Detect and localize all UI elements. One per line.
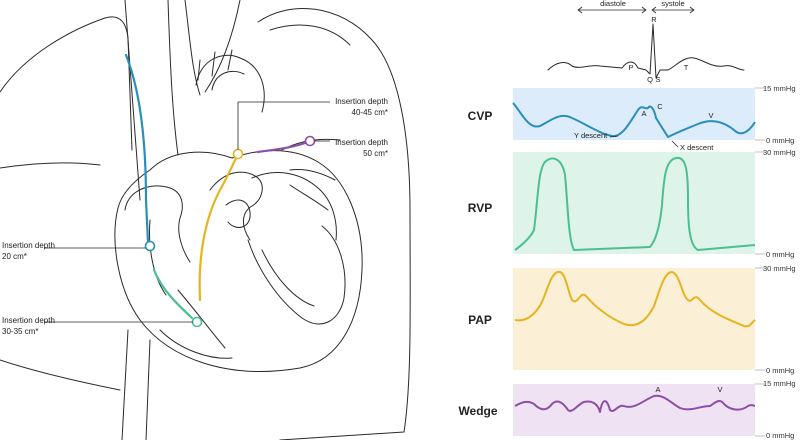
arch-branches: [197, 49, 233, 81]
rvp-title: RVP: [468, 201, 492, 215]
right-lung-outline: [0, 16, 133, 151]
rvp-top-unit: 30 mmHg: [763, 148, 796, 157]
wedge-v-label: V: [717, 385, 722, 394]
cvp-top-unit: 15 mmHg: [763, 84, 796, 93]
wedge-title: Wedge: [458, 404, 497, 418]
ivc: [121, 329, 151, 440]
cvp-waveform: [512, 102, 756, 138]
rv-catheter: [152, 268, 194, 320]
label-30-35-line1: Insertion depth: [2, 316, 55, 325]
panel-rvp: RVP 30 mmHg 0 mmHg: [468, 148, 796, 259]
pulmonary-artery-ring: [225, 199, 251, 228]
pap-title: PAP: [468, 313, 492, 327]
cvp-a-label: A: [641, 109, 646, 118]
panel-cvp: CVP 15 mmHg 0 mmHg A C V Y descent X des…: [468, 84, 796, 152]
systole-arrowhead-left: [651, 6, 657, 14]
trachea-wall: [184, 0, 201, 96]
cvp-catheter-tip: [144, 240, 156, 252]
wedge-catheter: [256, 140, 310, 154]
leader-pap: [237, 101, 330, 150]
cvp-y-descent-label: Y descent: [574, 131, 608, 140]
pap-top-unit: 30 mmHg: [763, 264, 796, 273]
left-lung-apex: [269, 24, 351, 46]
cvp-title: CVP: [468, 109, 493, 123]
label-50-line1: Insertion depth: [335, 138, 388, 147]
cvp-v-label: V: [708, 111, 713, 120]
label-20-line2: 20 cm*: [2, 252, 27, 261]
pap-panel-background: [513, 268, 755, 370]
cvp-bottom-unit: 0 mmHg: [766, 136, 794, 145]
rv-catheter-tip: [191, 316, 203, 328]
cvp-x-descent-label: X descent: [680, 143, 714, 152]
diaphragm-lines: [0, 162, 121, 391]
pa-catheter: [198, 152, 240, 302]
anatomy-outline: [0, 0, 411, 440]
trachea-wall-right: [204, 0, 241, 93]
cvp-panel-background: [513, 88, 755, 140]
label-30-35-line2: 30-35 cm*: [2, 327, 38, 336]
label-40-45-line1: Insertion depth: [335, 97, 388, 106]
wedge-catheter-tip: [304, 135, 316, 147]
left-atrium: [251, 172, 337, 241]
pap-bottom-unit: 0 mmHg: [766, 366, 794, 375]
x-descent-pointer: [671, 140, 679, 148]
rv-wall: [149, 219, 226, 349]
wedge-waveform: [514, 394, 756, 413]
ecg-r-label: R: [651, 15, 657, 24]
pa-catheter-tip: [232, 148, 244, 160]
label-50-line2: 50 cm*: [363, 149, 388, 158]
y-descent-pointer: [609, 135, 619, 138]
aortic-arch-inner: [211, 70, 245, 91]
svc-right-wall: [167, 0, 179, 156]
ecg-t-label: T: [684, 63, 689, 72]
ecg-trace: [547, 23, 745, 79]
rvp-panel-background: [513, 152, 755, 254]
wedge-top-unit: 15 mmHg: [763, 379, 796, 388]
ecg-s-label: S: [655, 75, 660, 84]
diastole-label: diastole: [600, 0, 626, 8]
leader-lines: [44, 101, 330, 323]
label-40-45-line2: 40-45 cm*: [352, 108, 388, 117]
left-lung-outline: [257, 7, 411, 440]
label-20-line1: Insertion depth: [2, 241, 55, 250]
ecg-q-label: Q: [647, 75, 653, 84]
right-atrium: [124, 185, 191, 263]
pulmonary-veins: [281, 138, 341, 211]
panel-wedge: Wedge 15 mmHg 0 mmHg A V: [458, 379, 795, 440]
ecg-strip: diastole systole R P Q S T: [547, 0, 745, 84]
svc-left-wall: [124, 0, 141, 201]
catheters: [124, 53, 316, 328]
septum: [261, 249, 315, 307]
ecg-p-label: P: [628, 63, 633, 72]
left-ventricle: [247, 225, 346, 325]
insertion-labels: Insertion depth 40-45 cm* Insertion dept…: [2, 97, 388, 336]
panel-pap: PAP 30 mmHg 0 mmHg: [468, 264, 795, 375]
pap-waveform: [514, 270, 756, 328]
systole-arrowhead-right: [689, 6, 695, 14]
wedge-panel-background: [513, 384, 755, 436]
aortic-arch: [195, 54, 265, 113]
diastole-arrowhead-right: [641, 6, 647, 14]
wedge-a-label: A: [655, 385, 660, 394]
apex-inner: [159, 329, 233, 359]
diastole-arrowhead-left: [577, 6, 583, 14]
systole-label: systole: [661, 0, 684, 8]
rvp-waveform: [514, 156, 756, 251]
wedge-bottom-unit: 0 mmHg: [766, 431, 794, 440]
rvp-bottom-unit: 0 mmHg: [766, 250, 794, 259]
cvp-c-label: C: [657, 102, 663, 111]
pulmonary-valve-region: [209, 171, 263, 241]
heart-outline: [114, 150, 363, 372]
cvp-catheter: [124, 53, 150, 244]
